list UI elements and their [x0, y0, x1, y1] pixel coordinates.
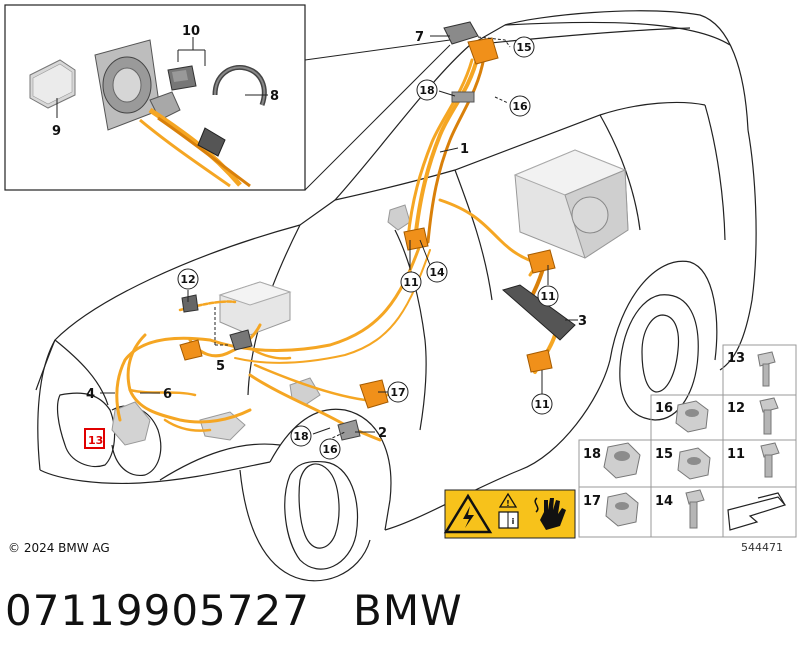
grid-label-15: 15 — [655, 447, 673, 462]
callout-4: 4 — [86, 387, 95, 402]
grid-label-12: 12 — [727, 401, 745, 416]
callout-13-highlighted: 13 — [88, 434, 103, 447]
callout-3: 3 — [578, 314, 587, 329]
inset-cap-9 — [29, 59, 76, 109]
svg-text:12: 12 — [180, 273, 195, 286]
callout-11-b: 11 — [537, 285, 559, 307]
callout-12: 12 — [177, 268, 199, 290]
no-touch-hand-icon — [534, 497, 566, 530]
leader-lines — [56, 35, 578, 441]
svg-text:16: 16 — [322, 443, 338, 456]
inset-charging-socket — [94, 39, 181, 131]
grid-label-11: 11 — [727, 447, 745, 462]
callout-17: 17 — [387, 381, 409, 403]
callout-11-a: 11 — [400, 271, 422, 293]
callout-11-c: 11 — [531, 393, 553, 415]
svg-text:11: 11 — [534, 398, 549, 411]
svg-text:15: 15 — [516, 41, 531, 54]
bolt-13-image — [757, 351, 776, 387]
footer-caption: 07119905727 BMW — [5, 586, 463, 635]
svg-text:18: 18 — [293, 430, 308, 443]
callout-6: 6 — [163, 387, 172, 402]
callouts: 10 8 9 7 1 3 2 5 4 6 15 18 16 11 14 — [52, 24, 587, 460]
callout-16-bottom: 16 — [319, 438, 341, 460]
callout-16-top: 16 — [509, 95, 531, 117]
parts-grid-labels: 13 16 12 18 15 11 17 14 — [583, 351, 745, 509]
nut-16-image — [675, 400, 709, 433]
rear-drive-unit — [513, 149, 629, 259]
brand-name: BMW — [353, 586, 463, 635]
svg-text:!: ! — [506, 499, 510, 508]
callout-2: 2 — [378, 426, 387, 441]
nut-18-image — [603, 442, 641, 479]
front-components — [111, 204, 411, 446]
svg-text:11: 11 — [403, 276, 418, 289]
inset-detail — [4, 4, 451, 191]
parts-grid — [578, 344, 797, 538]
part-number: 07119905727 — [5, 586, 310, 635]
highlight-box — [84, 428, 105, 449]
bolt-11-image — [760, 442, 780, 478]
callout-18-bottom: 18 — [290, 425, 312, 447]
warning-label: ! i — [443, 489, 576, 539]
callout-10: 10 — [182, 24, 200, 39]
callout-18-top: 18 — [416, 79, 438, 101]
grid-label-16: 16 — [655, 401, 673, 416]
front-electronics — [218, 281, 292, 336]
bolt-14-image — [685, 489, 705, 529]
grid-label-18: 18 — [583, 447, 601, 462]
svg-text:18: 18 — [419, 84, 434, 97]
svg-text:i: i — [512, 517, 515, 526]
high-voltage-icon — [443, 493, 493, 534]
callout-8: 8 — [270, 89, 279, 104]
grid-label-17: 17 — [583, 494, 601, 509]
manual-icon: ! i — [498, 492, 519, 529]
callout-14: 14 — [426, 261, 448, 283]
diagram-id: 544471 — [741, 541, 783, 554]
callout-9: 9 — [52, 124, 61, 139]
inset-bracket-10 — [167, 65, 197, 91]
copyright-text: © 2024 BMW AG — [8, 541, 110, 555]
nut-17-image — [605, 492, 639, 527]
callout-1: 1 — [460, 142, 469, 157]
callout-15: 15 — [513, 36, 535, 58]
svg-text:11: 11 — [540, 290, 555, 303]
nut-15-image — [677, 447, 711, 480]
svg-text:14: 14 — [429, 266, 445, 279]
svg-text:16: 16 — [512, 100, 528, 113]
callout-5: 5 — [216, 359, 225, 374]
callout-7: 7 — [415, 30, 424, 45]
grid-label-14: 14 — [655, 494, 673, 509]
bolt-12-image — [759, 397, 779, 435]
arrow-symbol-icon — [727, 492, 787, 531]
svg-text:17: 17 — [390, 386, 405, 399]
fastener-images — [603, 351, 787, 531]
grid-label-13: 13 — [727, 351, 745, 366]
